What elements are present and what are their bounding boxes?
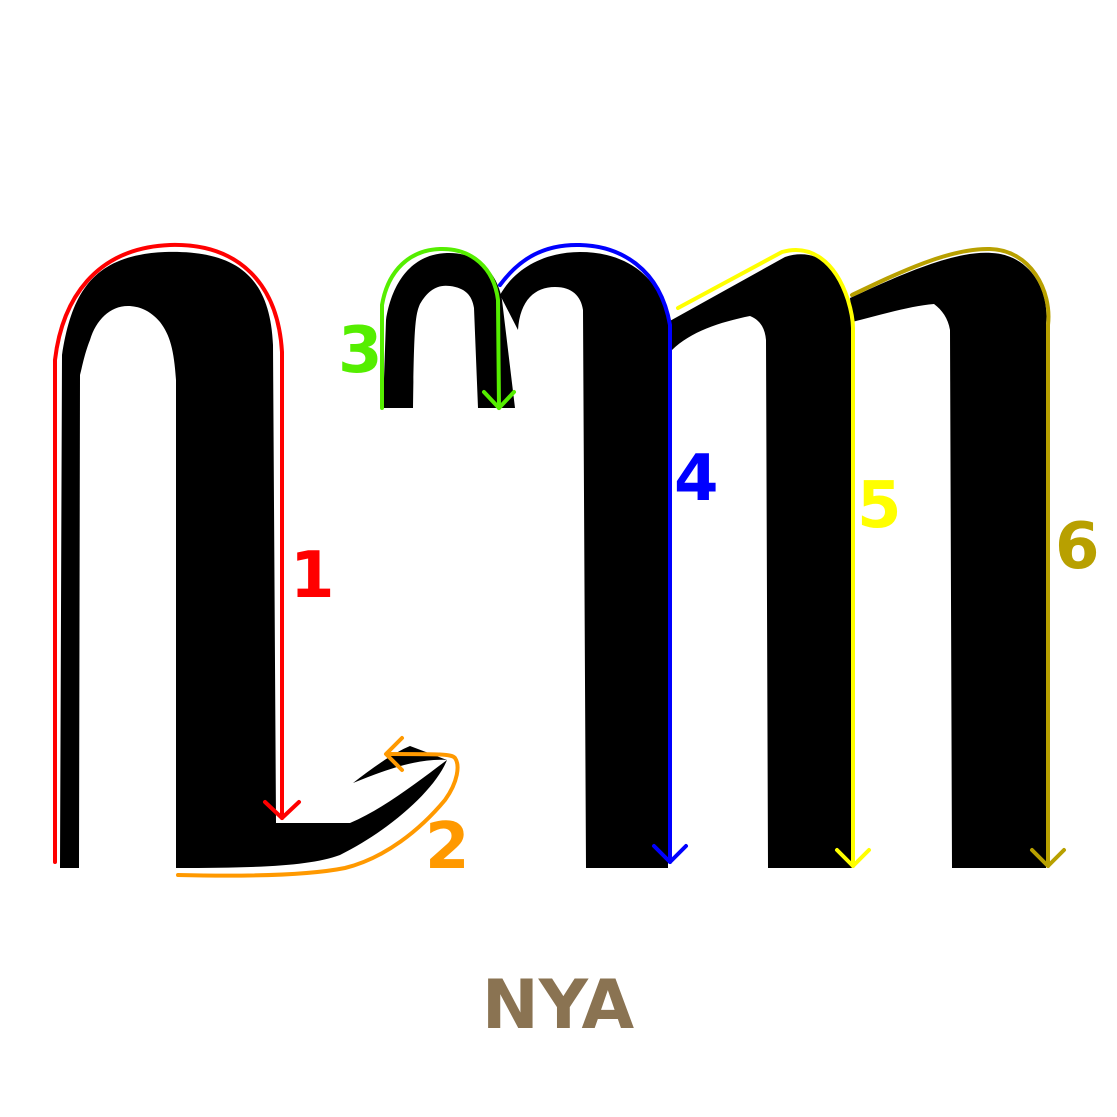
stroke-arrowhead-5 xyxy=(835,848,871,868)
stroke-arrowhead-1 xyxy=(263,800,301,820)
stroke-guide-4 xyxy=(498,242,672,864)
glyph xyxy=(60,251,1047,869)
stroke-guides xyxy=(53,242,1066,878)
stroke-guide-1 xyxy=(53,242,284,864)
stroke-guide-3 xyxy=(380,246,501,410)
stroke-guide-6 xyxy=(850,246,1051,868)
caption: NYA xyxy=(482,966,635,1045)
stroke-arrowhead-6 xyxy=(1030,848,1066,868)
stroke-arrowhead-2 xyxy=(384,736,404,772)
stroke-label-6: 6 xyxy=(1055,510,1100,584)
stroke-label-4: 4 xyxy=(674,442,719,516)
stroke-label-3: 3 xyxy=(338,314,383,388)
glyph-small-hump xyxy=(383,252,515,408)
glyph-stem-two xyxy=(668,254,852,868)
stroke-guide-5 xyxy=(676,248,855,868)
glyph-left-loop xyxy=(60,251,447,869)
stroke-guide-2 xyxy=(176,752,460,878)
stroke-arrowhead-4 xyxy=(652,844,688,864)
stroke-label-2: 2 xyxy=(425,810,470,884)
glyph-stem-one xyxy=(500,252,668,868)
stroke-arrowhead-3 xyxy=(482,390,516,410)
stroke-labels: 1 2 3 4 5 6 xyxy=(290,314,1100,884)
stroke-label-1: 1 xyxy=(290,539,335,613)
glyph-stem-three xyxy=(850,252,1047,869)
stroke-label-5: 5 xyxy=(857,469,902,543)
